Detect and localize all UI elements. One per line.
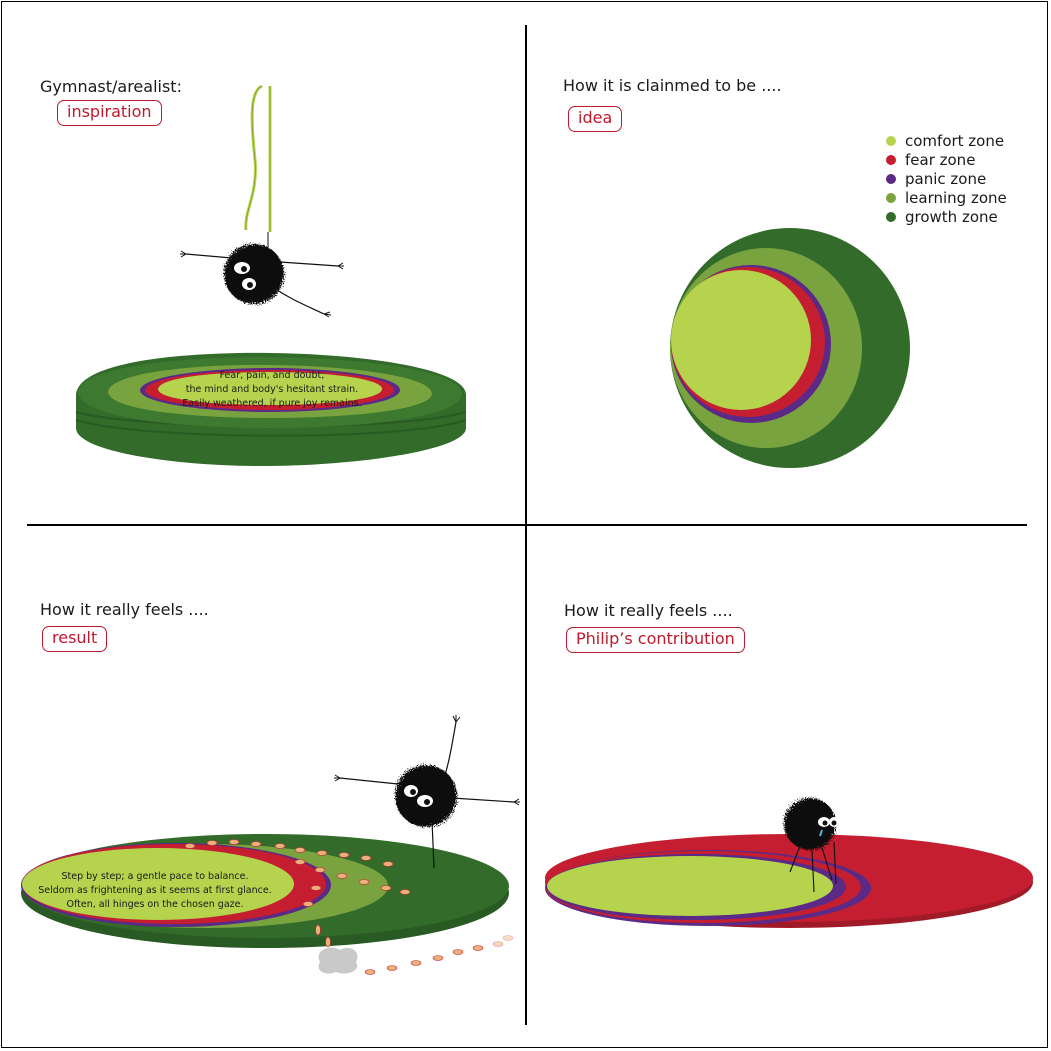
footprints	[184, 839, 514, 975]
legend-label: comfort zone	[905, 131, 1005, 150]
zones-disc-top-left	[75, 352, 467, 467]
soot-sprite-balancing	[334, 715, 520, 869]
legend-dot-panic	[886, 173, 896, 184]
zones-disc-bottom-left	[21, 834, 509, 948]
panel-tl-tag: inspiration	[57, 100, 162, 126]
legend-item: fear zone	[886, 150, 1007, 169]
panel-br-tag: Philip’s contribution	[566, 627, 745, 653]
poem-tl-line-1: Fear, pain, and doubt;	[220, 370, 325, 381]
legend-dot-comfort	[886, 135, 896, 146]
legend-dot-learning	[886, 192, 896, 203]
legend-item: growth zone	[886, 207, 1007, 226]
panel-tr-tag: idea	[568, 106, 623, 132]
legend-item: comfort zone	[886, 131, 1007, 150]
panel-bl-tag: result	[42, 626, 108, 652]
soot-sprite-crying	[784, 798, 839, 893]
legend-label: panic zone	[905, 169, 987, 188]
legend-dot-growth	[886, 211, 896, 222]
legend-label: learning zone	[905, 188, 1007, 207]
soot-sprite-hanging	[180, 232, 344, 318]
panel-br-heading: How it really feels ....	[564, 601, 733, 620]
panel-tr-heading: How it is clainmed to be ....	[563, 76, 782, 95]
poem-tl-line-2: the mind and body's hesitant strain.	[186, 384, 358, 395]
panel-tl-heading: Gymnast/arealist:	[40, 77, 182, 96]
poem-tl-line-3: Easily weathered, if pure joy remains.	[182, 398, 361, 409]
zones-diagram-idea	[670, 228, 910, 468]
splash-puddle	[318, 947, 358, 974]
legend-dot-fear	[886, 154, 896, 165]
comfort-zone-area	[671, 270, 811, 410]
horizontal-divider	[27, 524, 1027, 526]
legend-item: panic zone	[886, 169, 1007, 188]
poem-bl-line-2: Seldom as frightening as it seems at fir…	[38, 885, 271, 896]
panel-bl-heading: How it really feels ....	[40, 600, 209, 619]
aerial-silks	[244, 84, 272, 232]
legend-label: growth zone	[905, 207, 998, 226]
zone-legend: comfort zone fear zone panic zone learni…	[886, 131, 1007, 226]
poem-bl-line-1: Step by step; a gentle pace to balance.	[62, 871, 249, 882]
legend-item: learning zone	[886, 188, 1007, 207]
poem-bl-line-3: Often, all hinges on the chosen gaze.	[67, 899, 244, 910]
legend-label: fear zone	[905, 150, 976, 169]
zones-disc-bottom-right	[545, 834, 1033, 928]
